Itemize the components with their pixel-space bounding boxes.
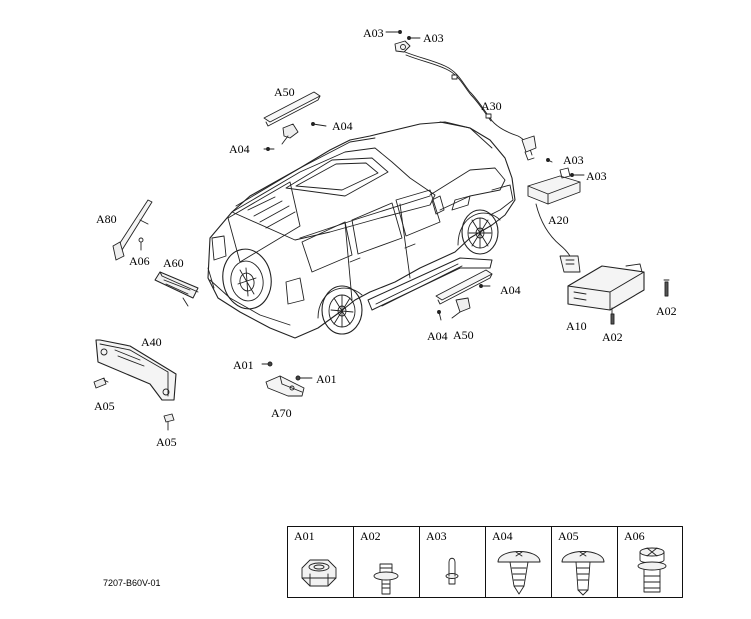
callout-a04: A04 bbox=[500, 283, 521, 297]
a03-top-sensor bbox=[385, 30, 421, 53]
callout-a03: A03 bbox=[363, 26, 384, 40]
a10-module bbox=[567, 263, 670, 325]
a20-module bbox=[527, 158, 585, 273]
callout-a02: A02 bbox=[656, 304, 677, 318]
callout-a03: A03 bbox=[563, 153, 584, 167]
callout-a03: A03 bbox=[423, 31, 444, 45]
callout-a30: A30 bbox=[481, 99, 502, 113]
callout-a04: A04 bbox=[229, 142, 250, 156]
callout-a03: A03 bbox=[586, 169, 607, 183]
callout-a20: A20 bbox=[548, 213, 569, 227]
callout-a01: A01 bbox=[316, 372, 337, 386]
a03-pin-icon bbox=[445, 557, 459, 585]
callout-a10: A10 bbox=[566, 319, 587, 333]
callout-a05: A05 bbox=[94, 399, 115, 413]
a60-lamp bbox=[154, 271, 199, 307]
a70-bracket bbox=[261, 361, 313, 397]
a02-flange-bolt-icon bbox=[373, 563, 399, 595]
table-cell-label: A05 bbox=[558, 529, 579, 543]
vehicle-illustration bbox=[207, 121, 516, 339]
a30-harness bbox=[404, 51, 537, 161]
a06-bolt-icon bbox=[637, 547, 667, 593]
callout-a06: A06 bbox=[129, 254, 150, 268]
callout-a60: A60 bbox=[163, 256, 184, 270]
callout-a40: A40 bbox=[141, 335, 162, 349]
callout-a02: A02 bbox=[602, 330, 623, 344]
drawing-code: 7207-B60V-01 bbox=[103, 578, 161, 588]
a50-top-bar bbox=[263, 91, 327, 151]
callout-a04: A04 bbox=[427, 329, 448, 343]
a01-nut-icon bbox=[301, 559, 337, 587]
table-cell-label: A01 bbox=[294, 529, 315, 543]
callout-a04: A04 bbox=[332, 119, 353, 133]
callout-a05: A05 bbox=[156, 435, 177, 449]
fastener-table-grid bbox=[287, 526, 683, 598]
table-cell-label: A04 bbox=[492, 529, 513, 543]
table-cell-label: A06 bbox=[624, 529, 645, 543]
table-cell-label: A03 bbox=[426, 529, 447, 543]
callout-a50: A50 bbox=[453, 328, 474, 342]
a40-bracket bbox=[93, 339, 177, 431]
a04-screw-icon bbox=[497, 551, 541, 595]
callout-a80: A80 bbox=[96, 212, 117, 226]
callout-a01: A01 bbox=[233, 358, 254, 372]
callout-a70: A70 bbox=[271, 406, 292, 420]
callout-a50: A50 bbox=[274, 85, 295, 99]
a05-screw-icon bbox=[561, 551, 605, 596]
a80-bracket bbox=[112, 199, 153, 261]
table-cell-label: A02 bbox=[360, 529, 381, 543]
a50-lower-bar bbox=[435, 269, 493, 321]
